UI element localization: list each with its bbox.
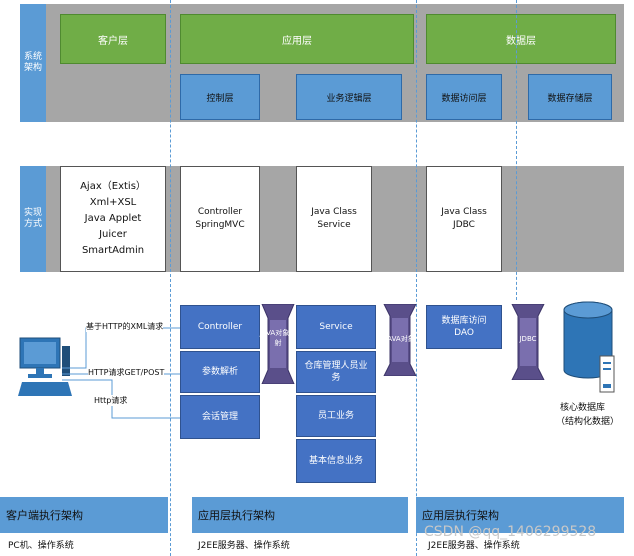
service-box: Service — [296, 305, 376, 349]
controller-impl-line: Controller — [197, 207, 243, 217]
dao-box: 数据库访问DAO — [426, 305, 502, 349]
database-icon — [563, 301, 615, 393]
application-layer: 应用层 — [180, 14, 414, 64]
data-access-layer: 数据访问层 — [426, 74, 502, 120]
client-footer-sub: PC机、操作系统 — [8, 541, 74, 551]
http-request-label: Http请求 — [94, 395, 128, 406]
data-footer-sub: J2EE服务器、操作系统 — [428, 541, 520, 551]
service-implementation: Java Class Service — [296, 166, 372, 272]
data-layer: 数据层 — [426, 14, 616, 64]
client-impl-line: Java Applet — [84, 213, 142, 224]
computer-icon — [18, 337, 72, 396]
jdbc-impl-line: JDBC — [453, 220, 475, 230]
implementation-row-label: 实现方式 — [20, 166, 46, 272]
database-label-line1: 核心数据库 — [560, 403, 606, 413]
controller-impl-line: SpringMVC — [195, 220, 245, 230]
java-object-label: JAVA对象 — [385, 335, 415, 343]
client-impl-line: Xml+XSL — [89, 197, 137, 208]
java-mapping-connector — [261, 304, 295, 384]
jdbc-connector — [511, 304, 545, 380]
column-divider — [516, 0, 517, 300]
getpost-request-label: HTTP请求GET/POST — [88, 367, 165, 378]
controller-implementation: Controller SpringMVC — [180, 166, 260, 272]
warehouse-manager-business-box: 仓库管理人员业务 — [296, 351, 376, 393]
database-label-line2: （结构化数据） — [556, 417, 620, 427]
employee-business-box: 员工业务 — [296, 395, 376, 437]
xml-request-label: 基于HTTP的XML请求 — [86, 321, 164, 332]
client-impl-line: SmartAdmin — [81, 245, 145, 256]
app-footer-title: 应用层执行架构 — [192, 497, 408, 533]
client-footer-title: 客户端执行架构 — [0, 497, 168, 533]
column-divider — [170, 0, 171, 556]
watermark: CSDN @qq_1406299528 — [424, 524, 597, 540]
jdbc-implementation: Java Class JDBC — [426, 166, 502, 272]
client-implementation: Ajax（Extis） Xml+XSL Java Applet Juicer S… — [60, 166, 166, 272]
control-layer: 控制层 — [180, 74, 260, 120]
app-footer-sub: J2EE服务器、操作系统 — [198, 541, 290, 551]
java-object-connector — [383, 304, 417, 376]
client-impl-line: Ajax（Extis） — [80, 181, 146, 192]
column-divider — [416, 0, 417, 556]
client-impl-line: Juicer — [99, 229, 127, 240]
controller-box: Controller — [180, 305, 260, 349]
parameter-parsing-box: 参数解析 — [180, 351, 260, 393]
data-storage-layer: 数据存储层 — [528, 74, 612, 120]
session-management-box: 会话管理 — [180, 395, 260, 439]
basic-info-business-box: 基本信息业务 — [296, 439, 376, 483]
java-mapping-label: JAVA对象映射 — [259, 329, 297, 347]
business-logic-layer: 业务逻辑层 — [296, 74, 402, 120]
data-footer-title: 应用层执行架构 — [416, 497, 624, 533]
jdbc-impl-line: Java Class — [441, 207, 487, 217]
client-layer: 客户层 — [60, 14, 166, 64]
service-impl-line: Java Class — [311, 207, 357, 217]
jdbc-connector-label: JDBC — [519, 335, 537, 343]
service-impl-line: Service — [317, 220, 351, 230]
architecture-row-label: 系统架构 — [20, 4, 46, 122]
